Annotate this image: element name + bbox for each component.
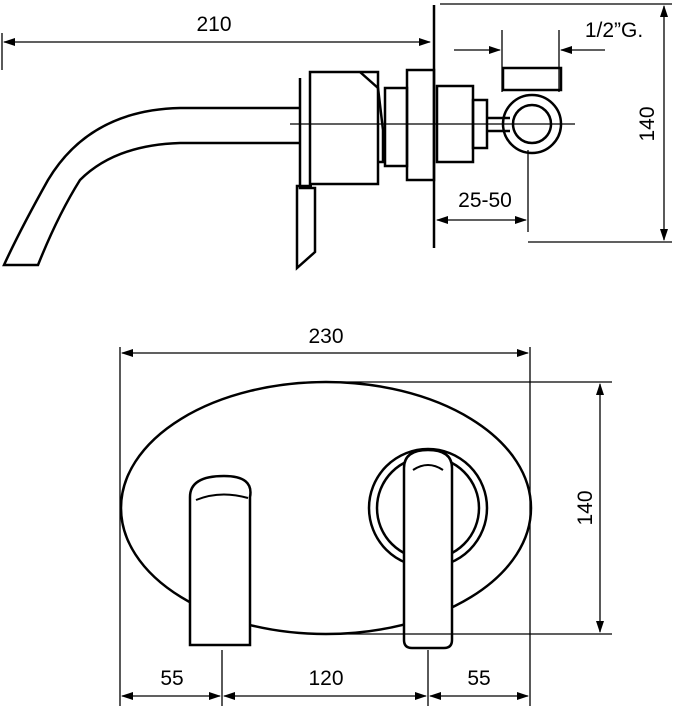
- front-view: [119, 380, 533, 650]
- label-thread-size: 1/2”G.: [585, 19, 643, 42]
- label-spout-spacing: 120: [308, 667, 343, 690]
- label-wall-depth: 25-50: [458, 189, 512, 212]
- lever-handle: [295, 78, 317, 271]
- wall-plate: [119, 380, 533, 636]
- front-lever-detail: [412, 464, 444, 471]
- label-right-margin: 55: [467, 667, 490, 690]
- label-plate-height: 140: [574, 490, 597, 525]
- lever-cap: [359, 71, 385, 164]
- label-left-margin: 55: [160, 667, 183, 690]
- label-spout-length: 210: [196, 13, 231, 36]
- side-view: [2, 5, 563, 271]
- cartridge-body: [383, 86, 409, 168]
- spout-outline: [2, 106, 300, 267]
- front-spout: [188, 474, 252, 647]
- front-spout-highlight: [195, 493, 249, 501]
- label-side-height: 140: [636, 106, 659, 141]
- label-plate-width: 230: [308, 325, 343, 348]
- front-dimensions: [119, 347, 612, 706]
- supply-connector: [501, 66, 563, 92]
- side-dimensions: [1, 3, 672, 243]
- front-lever: [402, 448, 454, 650]
- cartridge-flange: [405, 68, 436, 182]
- lever-head: [308, 70, 380, 186]
